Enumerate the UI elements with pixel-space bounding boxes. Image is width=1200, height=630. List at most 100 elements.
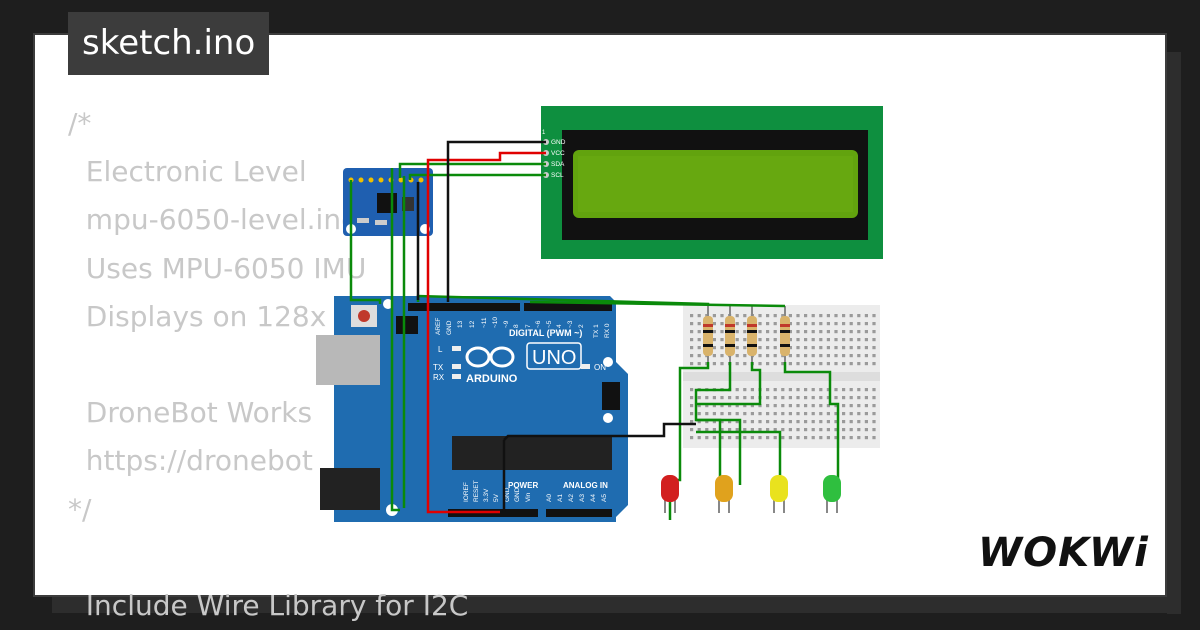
breadboard-hole — [766, 396, 770, 400]
breadboard-hole — [705, 436, 709, 440]
breadboard-hole — [735, 436, 739, 440]
breadboard-hole — [842, 436, 846, 440]
breadboard-hole — [773, 428, 777, 432]
arduino-uno-board[interactable]: DIGITAL (PWM ~) UNO ARDUINO L TX RX ON P… — [316, 296, 628, 522]
breadboard-hole — [766, 338, 770, 342]
code-line: /* — [68, 107, 92, 140]
breadboard-hole — [788, 396, 792, 400]
breadboard-hole — [864, 330, 868, 334]
breadboard-hole — [849, 314, 853, 318]
lcd-display[interactable]: 1 GND VCC SDA SCL — [541, 106, 883, 259]
breadboard-hole — [811, 346, 815, 350]
breadboard-hole — [766, 428, 770, 432]
breadboard-hole — [788, 330, 792, 334]
code-line: Electronic Level — [68, 155, 307, 189]
breadboard-hole — [712, 362, 716, 366]
lcd-pin1-label: 1 — [542, 130, 546, 136]
breadboard-hole — [728, 412, 732, 416]
breadboard-hole — [758, 346, 762, 350]
breadboard-hole — [864, 388, 868, 392]
breadboard-hole — [743, 428, 747, 432]
breadboard-hole — [781, 420, 785, 424]
breadboard-hole — [849, 420, 853, 424]
breadboard-hole — [796, 322, 800, 326]
breadboard-hole — [720, 404, 724, 408]
svg-text:AREF: AREF — [435, 318, 442, 335]
breadboard-hole — [872, 436, 876, 440]
svg-text:8: 8 — [513, 324, 520, 328]
breadboard-hole — [834, 436, 838, 440]
breadboard-hole — [712, 330, 716, 334]
digital-pwm-label: DIGITAL (PWM ~) — [509, 328, 582, 338]
breadboard-hole — [857, 330, 861, 334]
breadboard-hole — [697, 354, 701, 358]
breadboard-hole — [773, 436, 777, 440]
uno-logo — [465, 346, 515, 368]
breadboard-hole — [720, 322, 724, 326]
breadboard-hole — [766, 404, 770, 408]
breadboard-hole — [766, 420, 770, 424]
breadboard-hole — [857, 322, 861, 326]
card-shadow-right — [1167, 52, 1181, 614]
breadboard-hole — [728, 404, 732, 408]
breadboard-hole — [796, 396, 800, 400]
breadboard-hole — [781, 404, 785, 408]
breadboard-hole — [872, 338, 876, 342]
code-line: https://dronebot — [68, 444, 313, 478]
svg-text:13: 13 — [457, 320, 464, 328]
svg-text:~11: ~11 — [481, 317, 488, 328]
card-shadow-bottom — [52, 597, 1181, 613]
led-orange[interactable] — [715, 475, 733, 513]
mpu6050-module[interactable] — [343, 168, 433, 236]
breadboard-hole — [864, 314, 868, 318]
code-line: */ — [68, 492, 92, 526]
breadboard-hole — [735, 420, 739, 424]
breadboard-hole — [872, 388, 876, 392]
breadboard-hole — [697, 404, 701, 408]
breadboard-hole — [781, 314, 785, 318]
breadboard-hole — [842, 346, 846, 350]
sketch-filename-tab[interactable]: sketch.ino — [68, 12, 270, 75]
breadboard-hole — [697, 396, 701, 400]
svg-text:TX 1: TX 1 — [593, 324, 600, 338]
breadboard-hole — [872, 404, 876, 408]
breadboard-hole — [697, 330, 701, 334]
led-rx-label: RX — [433, 373, 445, 382]
breadboard-hole — [697, 314, 701, 318]
breadboard-hole — [849, 388, 853, 392]
resistor[interactable] — [725, 306, 735, 362]
breadboard-hole — [857, 354, 861, 358]
svg-text:~6: ~6 — [535, 320, 542, 328]
breadboard-hole — [857, 436, 861, 440]
breadboard-hole — [750, 404, 754, 408]
breadboard-hole — [781, 362, 785, 366]
breadboard-hole — [804, 396, 808, 400]
breadboard-hole — [743, 346, 747, 350]
code-line: Include Wire Library for I2C — [68, 588, 469, 622]
svg-text:5V: 5V — [493, 493, 500, 502]
breadboard-hole — [712, 436, 716, 440]
breadboard-hole — [857, 420, 861, 424]
resistor[interactable] — [747, 306, 757, 362]
resistor[interactable] — [703, 306, 713, 362]
led-yellow[interactable] — [770, 475, 788, 513]
led-red[interactable] — [661, 475, 679, 513]
reset-button[interactable] — [358, 310, 370, 322]
breadboard-hole — [872, 412, 876, 416]
led-green[interactable] — [823, 475, 841, 513]
breadboard-hole — [766, 412, 770, 416]
svg-text:GND: GND — [446, 320, 453, 335]
breadboard-hole — [712, 314, 716, 318]
breadboard-hole — [872, 396, 876, 400]
breadboard-hole — [697, 412, 701, 416]
breadboard-hole — [819, 362, 823, 366]
breadboard-hole — [720, 314, 724, 318]
resistor[interactable] — [780, 306, 790, 362]
breadboard-hole — [811, 322, 815, 326]
breadboard-hole — [743, 412, 747, 416]
breadboard-hole — [819, 412, 823, 416]
svg-text:A2: A2 — [568, 494, 575, 502]
breadboard-hole — [705, 404, 709, 408]
svg-text:A5: A5 — [601, 494, 608, 502]
breadboard-hole — [773, 404, 777, 408]
